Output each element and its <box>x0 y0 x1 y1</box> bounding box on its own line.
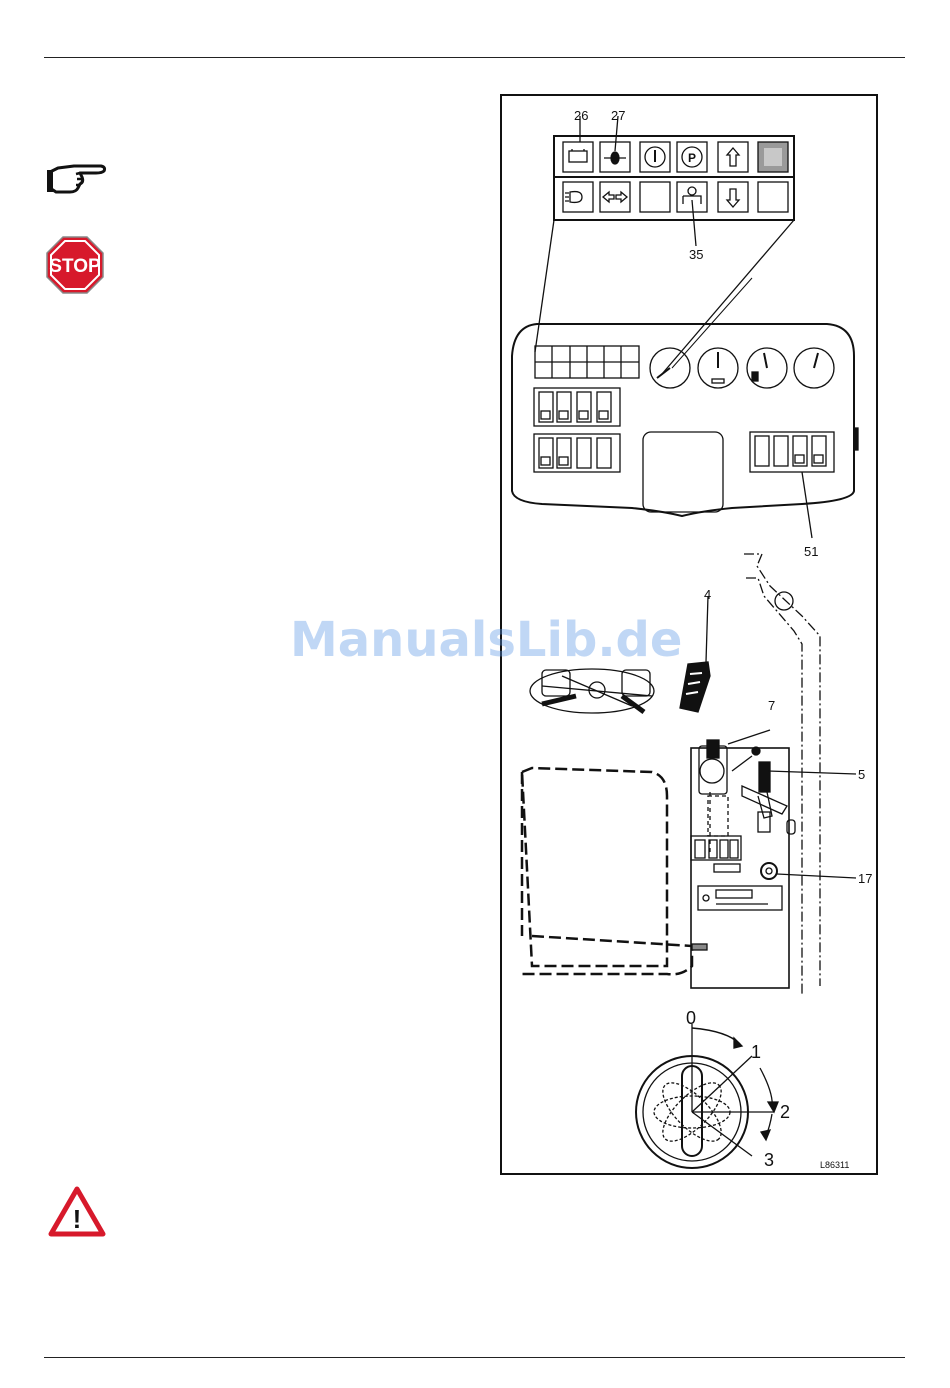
footer-rule <box>44 1357 905 1358</box>
headlight-icon <box>565 192 582 203</box>
key-position-0: 0 <box>686 1008 696 1028</box>
callout-17: 17 <box>858 871 872 886</box>
watermark: ManualsLib.de <box>290 612 670 668</box>
switch-block-lower <box>534 434 620 472</box>
callout-5: 5 <box>858 767 865 782</box>
battery-icon <box>569 151 587 162</box>
arrow-up-icon <box>727 148 739 166</box>
switch-block-right <box>750 432 834 472</box>
pointing-hand-icon <box>46 158 108 198</box>
warning-lamp-row-top <box>563 142 788 172</box>
figure-code: L86311 <box>820 1160 849 1170</box>
switch-block-upper <box>534 388 620 426</box>
left-lever-pod <box>542 670 570 696</box>
callout-35: 35 <box>689 247 703 262</box>
display-screen <box>643 432 723 512</box>
callout-27: 27 <box>611 108 625 123</box>
turn-signal-icon <box>603 192 627 202</box>
key-position-1: 1 <box>751 1042 761 1062</box>
callout-4: 4 <box>704 587 711 602</box>
warning-triangle-icon: ! <box>48 1186 106 1238</box>
warning-mark: ! <box>73 1204 82 1234</box>
right-lever-pod <box>622 670 650 696</box>
stop-sign-text: STOP <box>49 256 101 277</box>
gear-lever <box>759 762 770 792</box>
seat-icon <box>688 187 696 195</box>
rotary-switch <box>761 863 777 879</box>
warning-lamp-row-bottom <box>563 182 788 212</box>
callout-51: 51 <box>804 544 818 559</box>
accelerator-pedal <box>680 662 710 712</box>
arrow-down-icon <box>727 189 739 207</box>
header-rule <box>44 57 905 58</box>
stop-sign-icon: STOP <box>46 236 104 294</box>
indicator-grid <box>535 346 639 378</box>
svg-text:P: P <box>688 151 696 165</box>
callout-7: 7 <box>768 698 775 713</box>
callout-26: 26 <box>574 108 588 123</box>
key-position-2: 2 <box>780 1102 790 1122</box>
key-position-3: 3 <box>764 1150 774 1170</box>
